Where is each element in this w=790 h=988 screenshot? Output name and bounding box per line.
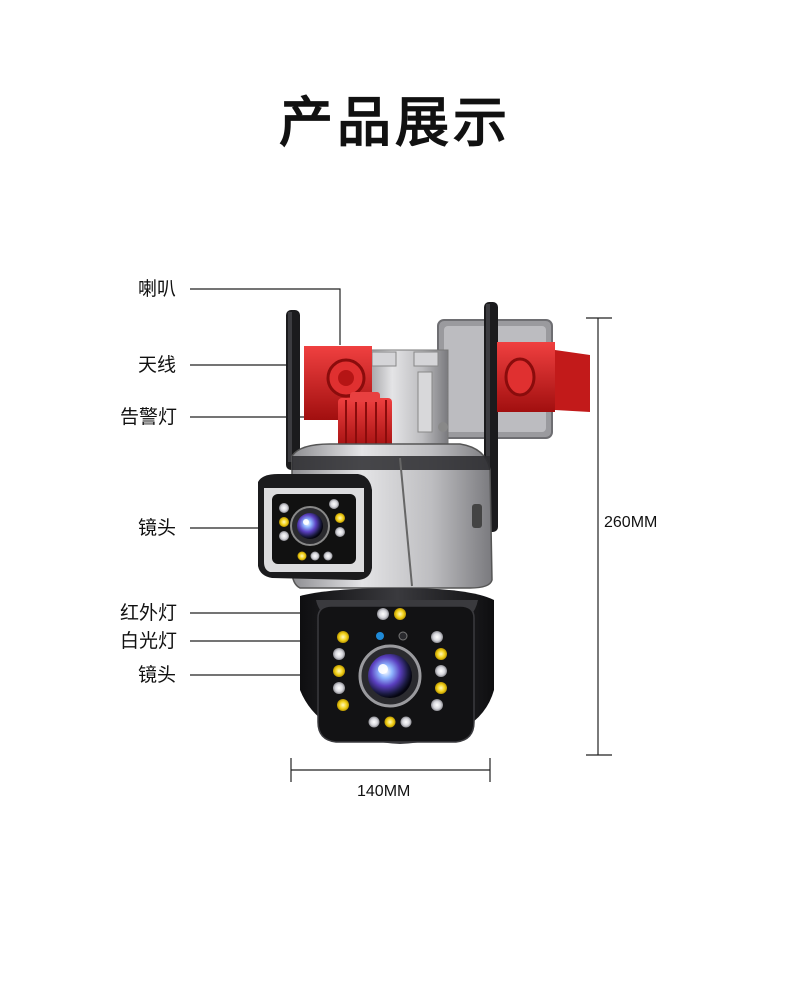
label-lens-upper: 镜头: [138, 517, 177, 539]
lower-dome: [300, 588, 494, 744]
height-dimension-label: 260MM: [604, 514, 658, 531]
label-white-light: 白光灯: [120, 630, 178, 652]
label-lens-lower: 镜头: [138, 664, 177, 686]
sensor-dot: [398, 631, 408, 641]
label-infrared-light: 红外灯: [120, 602, 178, 624]
bottom-led-group: [368, 716, 412, 728]
speaker-right: [497, 342, 590, 412]
upper-lens-icon: [297, 513, 323, 539]
label-alarm-light: 告警灯: [120, 406, 178, 428]
infrared-led-group: [377, 608, 406, 620]
white-light-led-right: [431, 631, 447, 711]
lower-lens-icon: [368, 654, 412, 698]
width-dimension-label: 140MM: [357, 783, 411, 800]
upper-led-group: [279, 499, 345, 561]
sensor-dot-blue: [376, 632, 384, 640]
alarm-light: [338, 392, 392, 450]
label-antenna: 天线: [138, 354, 177, 376]
dimension-lines: [290, 317, 612, 782]
label-speaker: 喇叭: [138, 278, 177, 300]
antenna-left: [286, 310, 300, 470]
upper-camera-module: [258, 474, 372, 580]
white-light-led-left: [333, 631, 349, 711]
page-title: 产品展示: [279, 91, 511, 154]
